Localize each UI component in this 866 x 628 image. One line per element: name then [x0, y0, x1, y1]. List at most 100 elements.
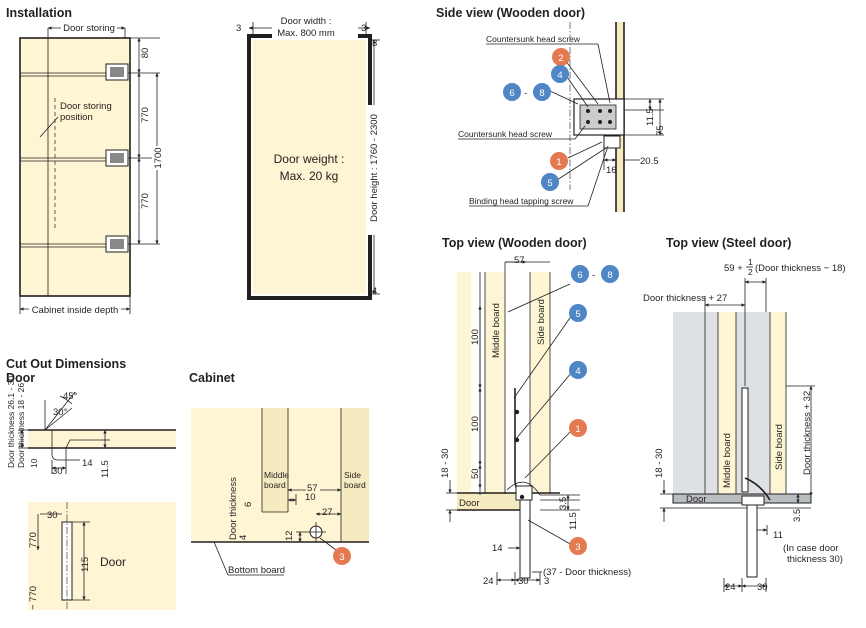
steel-note-line2: thickness 30) — [787, 554, 843, 565]
svg-text:4: 4 — [557, 70, 562, 81]
door-dim-770-b: − 770 — [28, 586, 39, 610]
door-weight-line1: Door weight : — [274, 152, 345, 166]
top-wood-badge-dash: - — [592, 270, 595, 281]
hardware-top — [105, 63, 129, 81]
side-badge-1: 1 — [550, 152, 568, 170]
door-edge — [28, 430, 176, 448]
svg-text:4: 4 — [575, 366, 580, 377]
svg-text:6: 6 — [509, 88, 514, 99]
door-dim-14: 14 — [82, 458, 93, 469]
top-wood-door: Door — [459, 498, 480, 509]
top-wood-dim-100-a: 100 — [470, 329, 481, 345]
cabinet-dim-27: 27 — [322, 507, 333, 518]
steel-frac-den: 2 — [748, 267, 753, 277]
dim-4: 4 — [372, 286, 377, 297]
svg-text:1: 1 — [575, 424, 580, 435]
top-wood-dim-11-5: 11.5 — [568, 512, 579, 530]
side-dim-20-5: 20.5 — [640, 156, 659, 167]
steel-side-board — [770, 312, 786, 496]
top-wood-title: Top view (Wooden door) — [442, 236, 587, 250]
door-angle-30: 30° — [53, 407, 68, 418]
cabinet-door-thickness: Door thickness — [228, 477, 239, 540]
door-cutout-drawing: 45° 30° Door thickness 26.1 - 30 Door th… — [6, 376, 176, 610]
door-cutout-label: Door — [100, 555, 126, 569]
top-wood-dim-30: 30 — [518, 576, 529, 587]
top-wood-dim-3: 3 — [544, 576, 549, 587]
countersunk-label-bottom: Countersunk head screw — [458, 129, 553, 139]
cutout-title: Cut Out Dimensions — [6, 357, 126, 371]
side-dim-75: 75 — [655, 125, 666, 136]
top-view-wooden-section: Top view (Wooden door) Middle board Side… — [440, 236, 631, 587]
side-badge-4: 4 — [551, 65, 569, 83]
dim-3-right: 3 — [361, 23, 366, 34]
side-badge-dash: - — [524, 88, 527, 99]
top-wood-badge-5: 5 — [569, 304, 587, 322]
hardware-middle — [105, 149, 129, 167]
dim-1700: 1700 — [153, 147, 164, 168]
top-wood-dim-57: 57 — [514, 255, 525, 266]
door-dim-770-a: 770 — [28, 532, 39, 548]
installation-section: Installation — [6, 6, 380, 316]
dim-770-lower: 770 — [140, 193, 151, 209]
steel-formula-suffix: (Door thickness − 18) — [755, 263, 846, 274]
steel-door-thickness-32: Door thickness + 32 — [802, 391, 813, 475]
side-badge-2: 2 — [552, 48, 570, 66]
top-wood-badge-6: 6 — [571, 265, 589, 283]
steel-dim-30: 30 — [757, 582, 768, 593]
top-wood-badge-3: 3 — [569, 537, 587, 555]
hardware-bottom — [105, 235, 129, 253]
cabinet-side-board-line2: board — [344, 480, 366, 490]
svg-text:3: 3 — [575, 542, 580, 553]
cutout-section: Cut Out Dimensions Door Cabinet 45° 30° … — [6, 357, 369, 610]
cabinet-inside-depth-label: Cabinet inside depth — [32, 305, 119, 316]
cabinet-badge-3: 3 — [333, 547, 351, 565]
cabinet-side-board-line1: Side — [344, 470, 361, 480]
svg-text:8: 8 — [607, 270, 612, 281]
door-weight-line2: Max. 20 kg — [280, 169, 339, 183]
steel-door-label: Door — [686, 494, 707, 505]
side-view-title: Side view (Wooden door) — [436, 6, 585, 20]
top-wood-middle-board: Middle board — [491, 303, 502, 358]
steel-dim-11: 11 — [773, 530, 783, 541]
door-angle-45: 45° — [63, 391, 78, 402]
steel-middle-board-label: Middle board — [722, 433, 733, 488]
cabinet-side-board — [341, 408, 369, 542]
cabinet-middle-board-line2: board — [264, 480, 286, 490]
top-wood-dim-24: 24 — [483, 576, 494, 587]
door-dim-26-30: Door thickness 26.1 - 30 — [6, 376, 16, 468]
svg-text:6: 6 — [577, 270, 582, 281]
cabinet-body — [20, 38, 130, 296]
bracket-holes — [586, 109, 612, 124]
steel-formula-prefix: 59 + — [724, 263, 743, 274]
svg-text:3: 3 — [339, 552, 344, 563]
door-height-label: Door height : 1760 - 2300 — [369, 114, 380, 222]
side-badge-6: 6 — [503, 83, 521, 101]
door-storing-position-line2: position — [60, 112, 93, 123]
countersunk-label-top: Countersunk head screw — [486, 34, 581, 44]
cabinet-middle-board-line1: Middle — [264, 470, 289, 480]
cabinet-cutout-drawing: Middle board Side board 57 10 6 Door thi… — [191, 408, 369, 576]
door-dim-30-b: 30 — [47, 510, 58, 521]
cabinet-dim-12: 12 — [284, 530, 295, 541]
svg-text:8: 8 — [539, 88, 544, 99]
svg-text:2: 2 — [558, 53, 563, 64]
dim-770-upper: 770 — [140, 107, 151, 123]
dim-3-left: 3 — [236, 23, 241, 34]
left-wall — [457, 272, 471, 510]
svg-text:5: 5 — [575, 309, 580, 320]
side-badge-5: 5 — [541, 173, 559, 191]
side-dim-11-5: 11.5 — [645, 108, 656, 126]
top-wood-dim-14: 14 — [492, 543, 503, 554]
door-width-line1: Door width : — [281, 16, 332, 27]
steel-door-thickness-27: Door thickness + 27 — [643, 293, 727, 304]
top-wood-door-thickness-expr: (37 - Door thickness) — [543, 567, 631, 578]
top-wood-dim-3-5: 3.5 — [558, 497, 569, 510]
cutout-door-title: Door — [6, 371, 35, 385]
cabinet-dim-57: 57 — [307, 483, 318, 494]
middle-board — [485, 272, 505, 494]
door-storing-position-line1: Door storing — [60, 101, 112, 112]
side-dim-16: 16 — [606, 165, 617, 176]
steel-dim-18-30: 18 - 30 — [654, 448, 665, 478]
door-dim-115: 115 — [80, 557, 91, 572]
